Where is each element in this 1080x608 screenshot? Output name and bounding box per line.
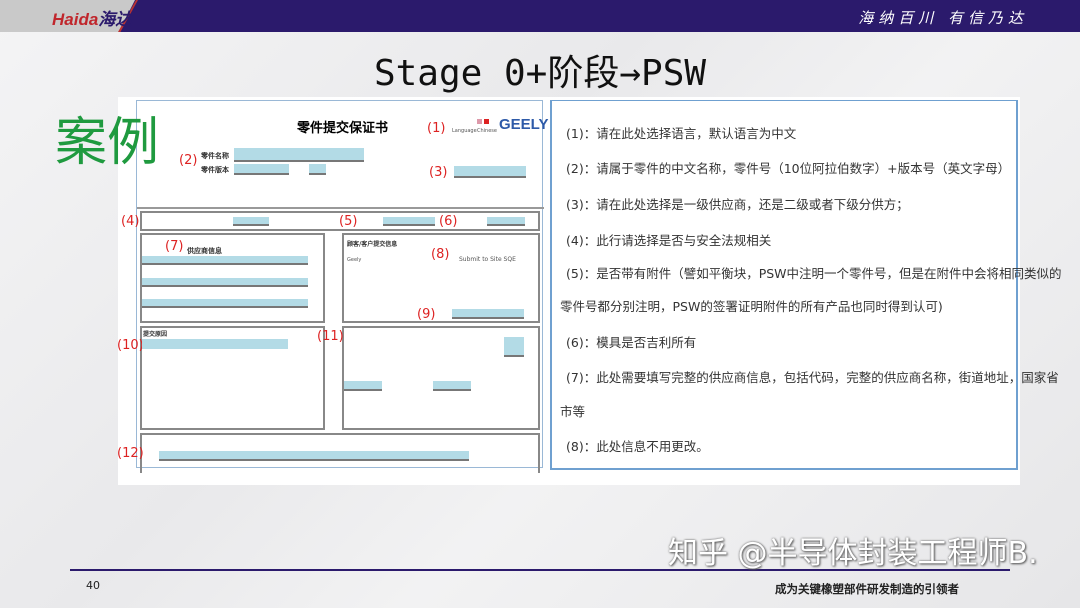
- note-5: (5)：是否带有附件（譬如平衡块，PSW中注明一个零件号，但是在附件中会将相同类…: [566, 266, 1062, 281]
- flag-icon: [484, 119, 489, 124]
- form-title: 零件提交保证书: [297, 121, 389, 136]
- submit-to: Submit to Site SQE: [459, 256, 516, 263]
- footer-line: [70, 569, 1010, 571]
- date-field[interactable]: [452, 309, 524, 319]
- haida-logo: Haida海达: [52, 5, 132, 30]
- marker-10: (10): [117, 338, 144, 353]
- part-number-field[interactable]: [234, 164, 289, 175]
- declaration-field[interactable]: [159, 451, 469, 461]
- slide-title: Stage 0+阶段→PSW: [373, 53, 707, 94]
- supplier-field[interactable]: [142, 256, 308, 265]
- header-bar: [0, 0, 1080, 32]
- part-name-field[interactable]: [234, 148, 364, 162]
- note-3: (3)：请在此处选择是一级供应商，还是二级或者下级分供方；: [566, 197, 909, 212]
- marker-3: (3): [429, 165, 448, 180]
- note-5-cont: 零件号都分别注明，PSW的签署证明附件的所有产品也同时得到认可): [560, 299, 943, 314]
- watermark: 知乎 @半导体封装工程师B.: [668, 536, 1038, 571]
- note-8: (8)：此处信息不用更改。: [566, 439, 709, 454]
- marker-4: (4): [121, 214, 140, 229]
- geely-logo: GEELY: [499, 116, 549, 133]
- supplier-tier-select[interactable]: [454, 166, 526, 178]
- part-name-label: 零件名称: [201, 152, 229, 160]
- flag-icon: [477, 119, 482, 124]
- note-1: (1)：请在此处选择语言，默认语言为中文: [566, 126, 797, 141]
- marker-7: (7): [165, 239, 184, 254]
- requirement-select[interactable]: [504, 337, 524, 357]
- supplier-field[interactable]: [142, 278, 308, 287]
- row-4-6: [140, 211, 540, 231]
- supplier-field[interactable]: [142, 299, 308, 308]
- divider: [137, 207, 544, 209]
- note-6: (6)：模具是否吉利所有: [566, 335, 697, 350]
- supplier-info-label: 供应商信息: [187, 247, 222, 255]
- marker-8: (8): [431, 247, 450, 262]
- part-version-label: 零件版本: [201, 166, 229, 174]
- attachment-select[interactable]: [383, 217, 435, 226]
- marker-9: (9): [417, 307, 436, 322]
- marker-1: (1): [427, 121, 446, 136]
- customer-name: Geely: [347, 257, 362, 263]
- psw-form-image: 零件提交保证书 (1) Language Chinese GEELY (2) 零…: [117, 100, 548, 473]
- supplier-box: [140, 233, 325, 323]
- note-4: (4)：此行请选择是否与安全法规相关: [566, 233, 772, 248]
- logo-cn: 海达: [98, 10, 133, 29]
- mds-select[interactable]: [433, 381, 471, 391]
- customer-box: [342, 233, 540, 323]
- header-logo-area: [0, 0, 135, 32]
- marker-2: (2): [179, 153, 198, 168]
- cameo-select[interactable]: [344, 381, 382, 391]
- footer-slogan: 成为关键橡塑部件研发制造的引领者: [775, 582, 959, 596]
- marker-11: (11): [317, 329, 344, 344]
- reason-select[interactable]: [142, 339, 288, 349]
- note-7-cont: 市等: [560, 404, 586, 419]
- marker-5: (5): [339, 214, 358, 229]
- reason-box: [140, 326, 325, 430]
- marker-12: (12): [117, 446, 144, 461]
- note-2: (2)：请属于零件的中文名称，零件号（10位阿拉伯数字）+版本号（英文字母）: [566, 161, 1011, 176]
- reason-label: 提交原因: [143, 331, 168, 338]
- notes-panel: (1)：请在此处选择语言，默认语言为中文 (2)：请属于零件的中文名称，零件号（…: [550, 100, 1062, 470]
- note-7: (7)：此处需要填写完整的供应商信息，包括代码，完整的供应商名称，街道地址，国家…: [566, 370, 1059, 385]
- tooling-select[interactable]: [487, 217, 525, 226]
- declaration-box: [140, 433, 540, 473]
- language-value: Chinese: [477, 128, 497, 134]
- customer-info-label: 顾客/客户提交信息: [347, 241, 398, 248]
- marker-6: (6): [439, 214, 458, 229]
- safety-select[interactable]: [233, 217, 269, 226]
- requirements-box: [342, 326, 540, 430]
- page-number: 40: [86, 579, 100, 592]
- language-label: Language: [452, 128, 477, 134]
- company-motto: 海纳百川 有信乃达: [858, 9, 1028, 27]
- case-label: 案例: [55, 113, 160, 173]
- version-field[interactable]: [309, 164, 326, 175]
- logo-latin: Haida: [52, 10, 99, 29]
